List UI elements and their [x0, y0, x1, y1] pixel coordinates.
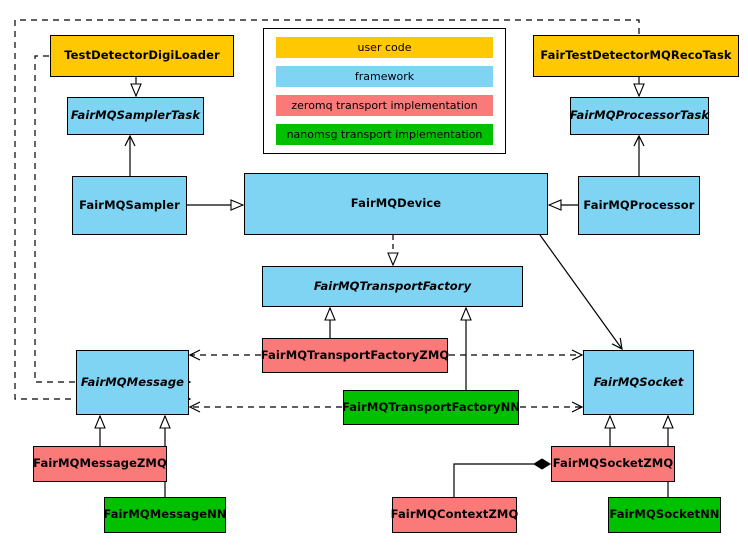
class-box-fairmqtransportfactory[interactable]: FairMQTransportFactory [262, 266, 523, 307]
class-box-fairmqmessagezmq[interactable]: FairMQMessageZMQ [33, 446, 167, 482]
class-box-fairmqcontextzmq[interactable]: FairMQContextZMQ [391, 497, 518, 533]
edge-contextzmq-socketzmq [453, 458, 551, 497]
legend-item-zeromq: zeromq transport implementation [276, 95, 493, 116]
class-box-fairmqtransportfactoryzmq[interactable]: FairMQTransportFactoryZMQ [261, 338, 449, 373]
class-box-fairmqdevice[interactable]: FairMQDevice [244, 173, 548, 235]
edge-device-socket [539, 234, 623, 351]
class-box-fairmqsamplertask[interactable]: FairMQSamplerTask [67, 97, 204, 135]
class-box-fairmqsocket[interactable]: FairMQSocket [583, 350, 694, 415]
class-box-fairmqprocessor[interactable]: FairMQProcessor [578, 176, 700, 235]
class-box-fairtestdetectormqrecotask[interactable]: FairTestDetectorMQRecoTask [533, 35, 739, 77]
class-box-fairmqsampler[interactable]: FairMQSampler [72, 176, 187, 235]
class-box-fairmqprocessortask[interactable]: FairMQProcessorTask [570, 97, 709, 135]
class-box-fairmqmessagenn[interactable]: FairMQMessageNN [103, 497, 227, 533]
legend-item-user-code: user code [276, 37, 493, 58]
legend-panel: user code framework zeromq transport imp… [263, 28, 506, 154]
class-box-fairmqtransportfactorynn[interactable]: FairMQTransportFactoryNN [342, 390, 520, 425]
legend-item-nanomsg: nanomsg transport implementation [276, 124, 493, 145]
class-box-testdetectordigiloader[interactable]: TestDetectorDigiLoader [50, 35, 234, 77]
class-box-fairmqsocketzmq[interactable]: FairMQSocketZMQ [551, 446, 675, 482]
legend-item-framework: framework [276, 66, 493, 87]
class-box-fairmqmessage[interactable]: FairMQMessage [76, 350, 189, 415]
class-box-fairmqsocketnn[interactable]: FairMQSocketNN [608, 497, 721, 533]
